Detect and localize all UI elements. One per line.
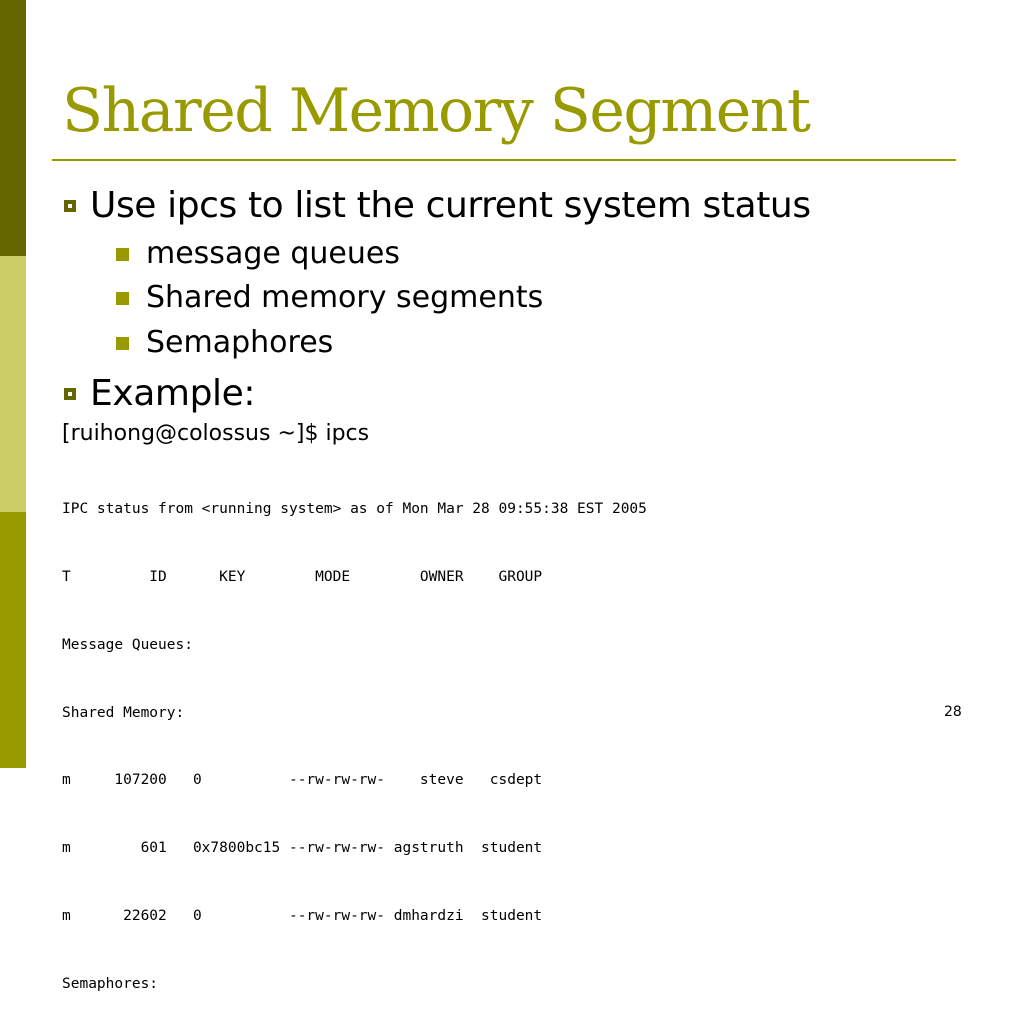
shell-prompt: [ruihong@colossus ~]$ ipcs bbox=[62, 421, 370, 446]
output-line: IPC status from <running system> as of M… bbox=[62, 501, 647, 518]
bullet-text: Use ipcs to list the current system stat… bbox=[90, 185, 811, 226]
sub-bullet-semaphores: Semaphores bbox=[116, 326, 333, 360]
output-line: T ID KEY MODE OWNER GROUP bbox=[62, 568, 543, 585]
sub-bullet-text: Shared memory segments bbox=[146, 280, 544, 315]
sidebar-band-dark bbox=[0, 0, 26, 256]
output-line: Semaphores: bbox=[62, 975, 159, 992]
bullet-example: Example: bbox=[64, 373, 256, 414]
filled-square-bullet-icon bbox=[116, 247, 129, 261]
sub-bullet-text: message queues bbox=[146, 236, 400, 271]
hollow-square-bullet-icon bbox=[64, 388, 76, 400]
output-line: m 107200 0 --rw-rw-rw- steve csdept bbox=[62, 772, 543, 789]
filled-square-bullet-icon bbox=[116, 291, 129, 305]
output-line: m 601 0x7800bc15 --rw-rw-rw- agstruth st… bbox=[62, 840, 543, 857]
sidebar-band-light bbox=[0, 256, 26, 512]
ipcs-output: IPC status from <running system> as of M… bbox=[62, 453, 647, 1018]
sidebar-band-mid bbox=[0, 512, 26, 768]
sub-bullet-text: Semaphores bbox=[146, 325, 334, 360]
filled-square-bullet-icon bbox=[116, 336, 129, 350]
output-line: Shared Memory: bbox=[62, 704, 185, 721]
hollow-square-bullet-icon bbox=[64, 200, 76, 212]
bullet-ipcs: Use ipcs to list the current system stat… bbox=[64, 186, 811, 226]
output-line: m 22602 0 --rw-rw-rw- dmhardzi student bbox=[62, 907, 543, 924]
bullet-text: Example: bbox=[90, 373, 256, 414]
slide-title: Shared Memory Segment bbox=[62, 76, 811, 146]
sub-bullet-shared-memory: Shared memory segments bbox=[116, 281, 543, 315]
sub-bullet-message-queues: message queues bbox=[116, 237, 400, 271]
title-divider bbox=[52, 159, 956, 161]
page-number: 28 bbox=[944, 704, 962, 720]
sidebar-decoration bbox=[0, 0, 26, 768]
output-line: Message Queues: bbox=[62, 636, 193, 653]
